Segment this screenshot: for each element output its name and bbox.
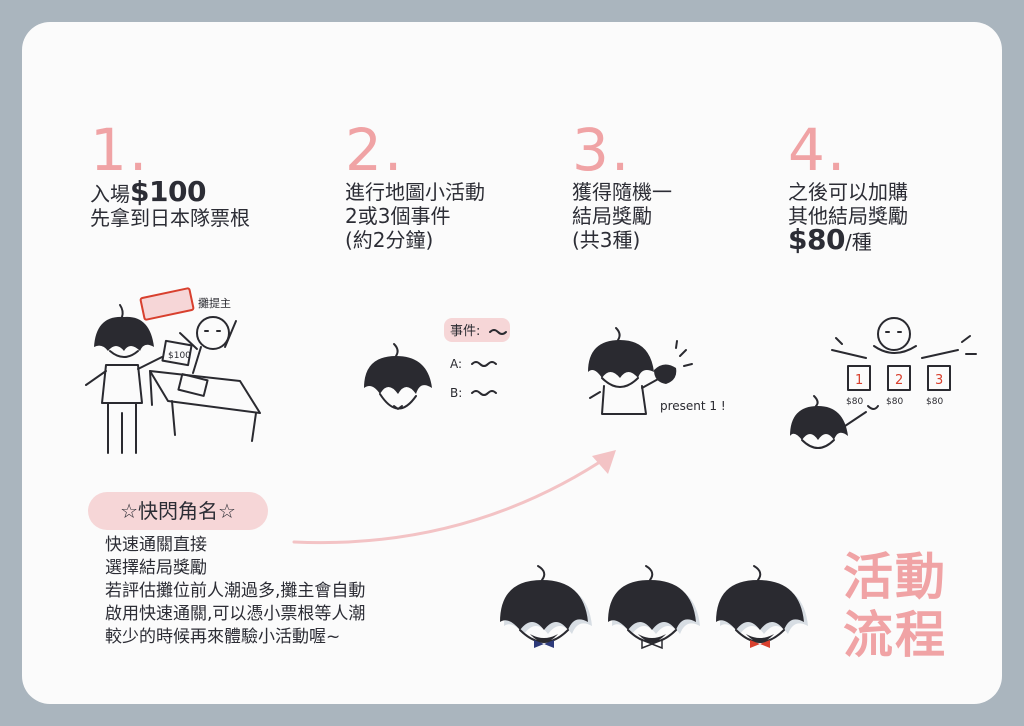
reward-character-blue — [500, 565, 592, 648]
note-line: 快速通關直接 — [105, 535, 207, 555]
note-line: 較少的時候再來體驗小活動喔~ — [105, 627, 341, 647]
step-line: $80/種 — [788, 223, 872, 256]
svg-text:$80: $80 — [886, 397, 903, 407]
reward-characters — [500, 565, 808, 650]
page-title: 活動 流程 — [843, 548, 947, 664]
step-line: 結局獎勵 — [572, 204, 652, 228]
step-line: 入場$100 — [90, 175, 206, 208]
addon-price: $80 — [788, 223, 845, 256]
step-line: 2或3個事件 — [345, 204, 451, 228]
step-line: 之後可以加購 — [788, 180, 908, 204]
fast-pass-badge: ☆快閃角名☆ — [88, 492, 268, 530]
stall-owner-label: 攤提主 — [198, 296, 231, 310]
step-line: (共3種) — [572, 228, 641, 252]
ticket-icon — [139, 287, 195, 321]
entry-price: $100 — [130, 175, 206, 208]
present-label: present 1 ! — [660, 399, 726, 413]
step-line: 其他結局獎勵 — [788, 204, 908, 228]
prize-card-1: 1 $80 — [846, 365, 871, 407]
ticket-purchase-illustration: 攤提主 $100 — [85, 287, 261, 454]
extra-prizes-illustration: 1 $80 2 $80 3 $80 — [790, 317, 977, 449]
fast-pass-arrow — [292, 450, 616, 545]
event-label: 事件: — [450, 324, 480, 339]
reward-character-white — [608, 565, 700, 650]
step-number: 1. — [90, 116, 150, 184]
step-line: 獲得隨機一 — [572, 180, 672, 204]
step-number: 2. — [345, 116, 405, 184]
present-illustration: present 1 ! — [588, 327, 726, 415]
step-3: 3. 獲得隨機一 結局獎勵 (共3種) — [572, 120, 672, 252]
reward-character-red — [716, 565, 808, 648]
step-1: 1. 入場$100 先拿到日本隊票根 — [90, 120, 250, 230]
svg-text:$80: $80 — [926, 397, 943, 407]
step-4: 4. 之後可以加購 其他結局獎勵 $80/種 — [788, 120, 908, 254]
step-line: 先拿到日本隊票根 — [90, 206, 250, 230]
note-line: 若評估攤位前人潮過多,攤主會自動 — [105, 581, 366, 601]
choice-a-label: A: — [450, 357, 462, 371]
note-line: 選擇結局獎勵 — [105, 558, 207, 578]
step-line: 進行地圖小活動 — [345, 180, 485, 204]
prize-card-2: 2 $80 — [886, 365, 911, 407]
step-line: (約2分鐘) — [345, 228, 434, 252]
step-number: 4. — [788, 116, 848, 184]
svg-text:$80: $80 — [846, 397, 863, 407]
svg-text:1: 1 — [855, 373, 863, 388]
prize-card-3: 3 $80 — [926, 365, 951, 407]
svg-text:3: 3 — [935, 373, 943, 388]
event-choice-illustration: 事件: A: B: — [364, 318, 510, 410]
svg-text:2: 2 — [895, 373, 903, 388]
choice-b-label: B: — [450, 386, 462, 400]
ticket-price-label: $100 — [168, 351, 191, 361]
fast-pass-description: 快速通關直接 選擇結局獎勵 若評估攤位前人潮過多,攤主會自動 啟用快速通關,可以… — [105, 534, 365, 649]
note-line: 啟用快速通關,可以憑小票根等人潮 — [105, 604, 366, 624]
step-2: 2. 進行地圖小活動 2或3個事件 (約2分鐘) — [345, 120, 485, 252]
step-number: 3. — [572, 116, 632, 184]
